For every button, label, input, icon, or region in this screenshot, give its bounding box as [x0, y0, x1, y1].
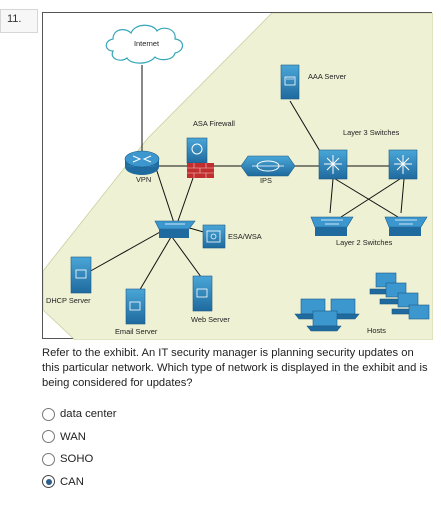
email-server-label: Email Server [115, 327, 158, 336]
hosts-icon [294, 272, 430, 332]
option-label: SOHO [60, 453, 94, 466]
ips-icon [240, 155, 296, 177]
access-switch-icon [154, 220, 196, 238]
esa-wsa-label: ESA/WSA [228, 232, 262, 241]
email-server-icon [125, 288, 146, 325]
option-label: WAN [60, 430, 86, 443]
question-text: Refer to the exhibit. An IT security man… [42, 347, 428, 389]
vpn-label: VPN [136, 175, 151, 184]
option-can[interactable]: CAN [42, 471, 117, 494]
answer-options: data center WAN SOHO CAN [42, 403, 117, 493]
radio-button[interactable] [42, 407, 55, 421]
layer2-switch-left-icon [310, 216, 354, 236]
internet-label: Internet [134, 39, 159, 48]
network-topology: Internet VPN ASA Firewall IPS [43, 13, 433, 340]
radio-button[interactable] [42, 452, 55, 466]
dhcp-server-label: DHCP Server [46, 296, 91, 305]
option-soho[interactable]: SOHO [42, 448, 117, 471]
aaa-server-label: AAA Server [308, 72, 347, 81]
web-server-icon [192, 275, 213, 312]
layer3-switch-right-icon [388, 149, 418, 180]
option-data-center[interactable]: data center [42, 403, 117, 426]
layer2-switches-label: Layer 2 Switches [336, 238, 393, 247]
asa-firewall-label: ASA Firewall [193, 119, 235, 128]
question-number: 11. [7, 13, 22, 25]
web-server-label: Web Server [191, 315, 230, 324]
hosts-label: Hosts [367, 326, 386, 335]
layer3-switch-left-icon [318, 149, 348, 180]
vpn-router-icon [124, 150, 160, 175]
layer3-switches-label: Layer 3 Switches [343, 128, 400, 137]
radio-button-selected[interactable] [42, 475, 55, 489]
exhibit-diagram: Internet VPN ASA Firewall IPS [42, 12, 433, 340]
layer2-switch-right-icon [384, 216, 428, 236]
aaa-server-icon [280, 64, 300, 100]
option-wan[interactable]: WAN [42, 426, 117, 449]
option-label: data center [60, 408, 117, 421]
secure-zone [43, 13, 433, 340]
option-label: CAN [60, 475, 84, 488]
ips-label: IPS [260, 176, 272, 185]
radio-button[interactable] [42, 430, 55, 444]
question-number-box: 11. [0, 9, 38, 33]
internet-cloud-icon [105, 24, 184, 64]
esa-wsa-icon [202, 224, 226, 249]
dhcp-server-icon [70, 256, 92, 294]
asa-firewall-icon [186, 137, 214, 178]
